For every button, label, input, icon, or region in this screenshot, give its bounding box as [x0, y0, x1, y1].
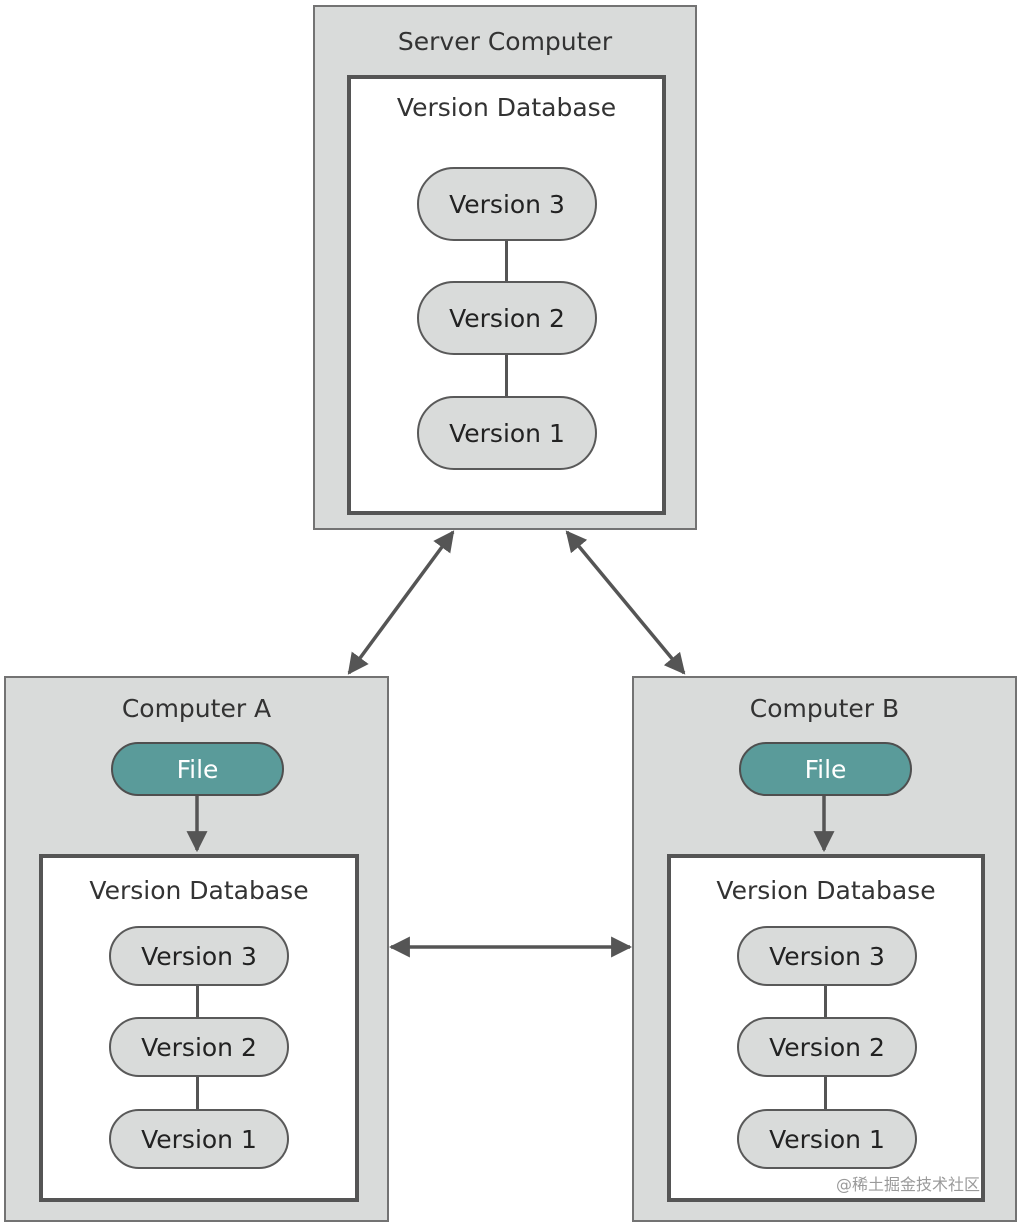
computer-b-version-database-box: Version Database Version 3 Version 2 Ver…	[667, 854, 985, 1202]
computer-b-version-database-title: Version Database	[716, 876, 936, 905]
computer-b-title: Computer B	[749, 694, 900, 723]
watermark-text: @稀土掘金技术社区	[836, 1175, 981, 1194]
computer-b-version-1: Version 1	[737, 1109, 917, 1169]
server-version-1: Version 1	[417, 396, 597, 470]
computer-a-version-database-box: Version Database Version 3 Version 2 Ver…	[39, 854, 359, 1202]
computer-b-file: File	[739, 742, 912, 796]
computer-b-version-2: Version 2	[737, 1017, 917, 1077]
computer-a-version-2: Version 2	[109, 1017, 289, 1077]
server-connector-2-1	[505, 353, 508, 398]
computer-b-connector-2-1	[824, 1077, 827, 1114]
server-computer-title: Server Computer	[397, 27, 613, 56]
server-version-2: Version 2	[417, 281, 597, 355]
server-to-computer-a-arrow	[347, 530, 455, 675]
server-connector-3-2	[505, 239, 508, 284]
computer-a-file: File	[111, 742, 284, 796]
computer-a-title: Computer A	[121, 694, 272, 723]
server-to-computer-b-arrow	[565, 530, 686, 675]
computer-a-connector-2-1	[196, 1077, 199, 1114]
computer-a-box: Computer A File Version Database Version…	[4, 676, 389, 1222]
computer-b-box: Computer B File Version Database Version…	[632, 676, 1017, 1222]
computer-a-version-database-title: Version Database	[89, 876, 309, 905]
computer-a-version-1: Version 1	[109, 1109, 289, 1169]
server-computer-box: Server Computer Version Database Version…	[313, 5, 697, 530]
computer-a-connector-3-2	[196, 986, 199, 1021]
computer-b-version-3: Version 3	[737, 926, 917, 986]
server-version-3: Version 3	[417, 167, 597, 241]
server-version-database-box: Version Database Version 3 Version 2 Ver…	[347, 75, 666, 515]
computer-b-connector-3-2	[824, 986, 827, 1021]
computer-a-version-3: Version 3	[109, 926, 289, 986]
server-version-database-title: Version Database	[396, 93, 617, 122]
